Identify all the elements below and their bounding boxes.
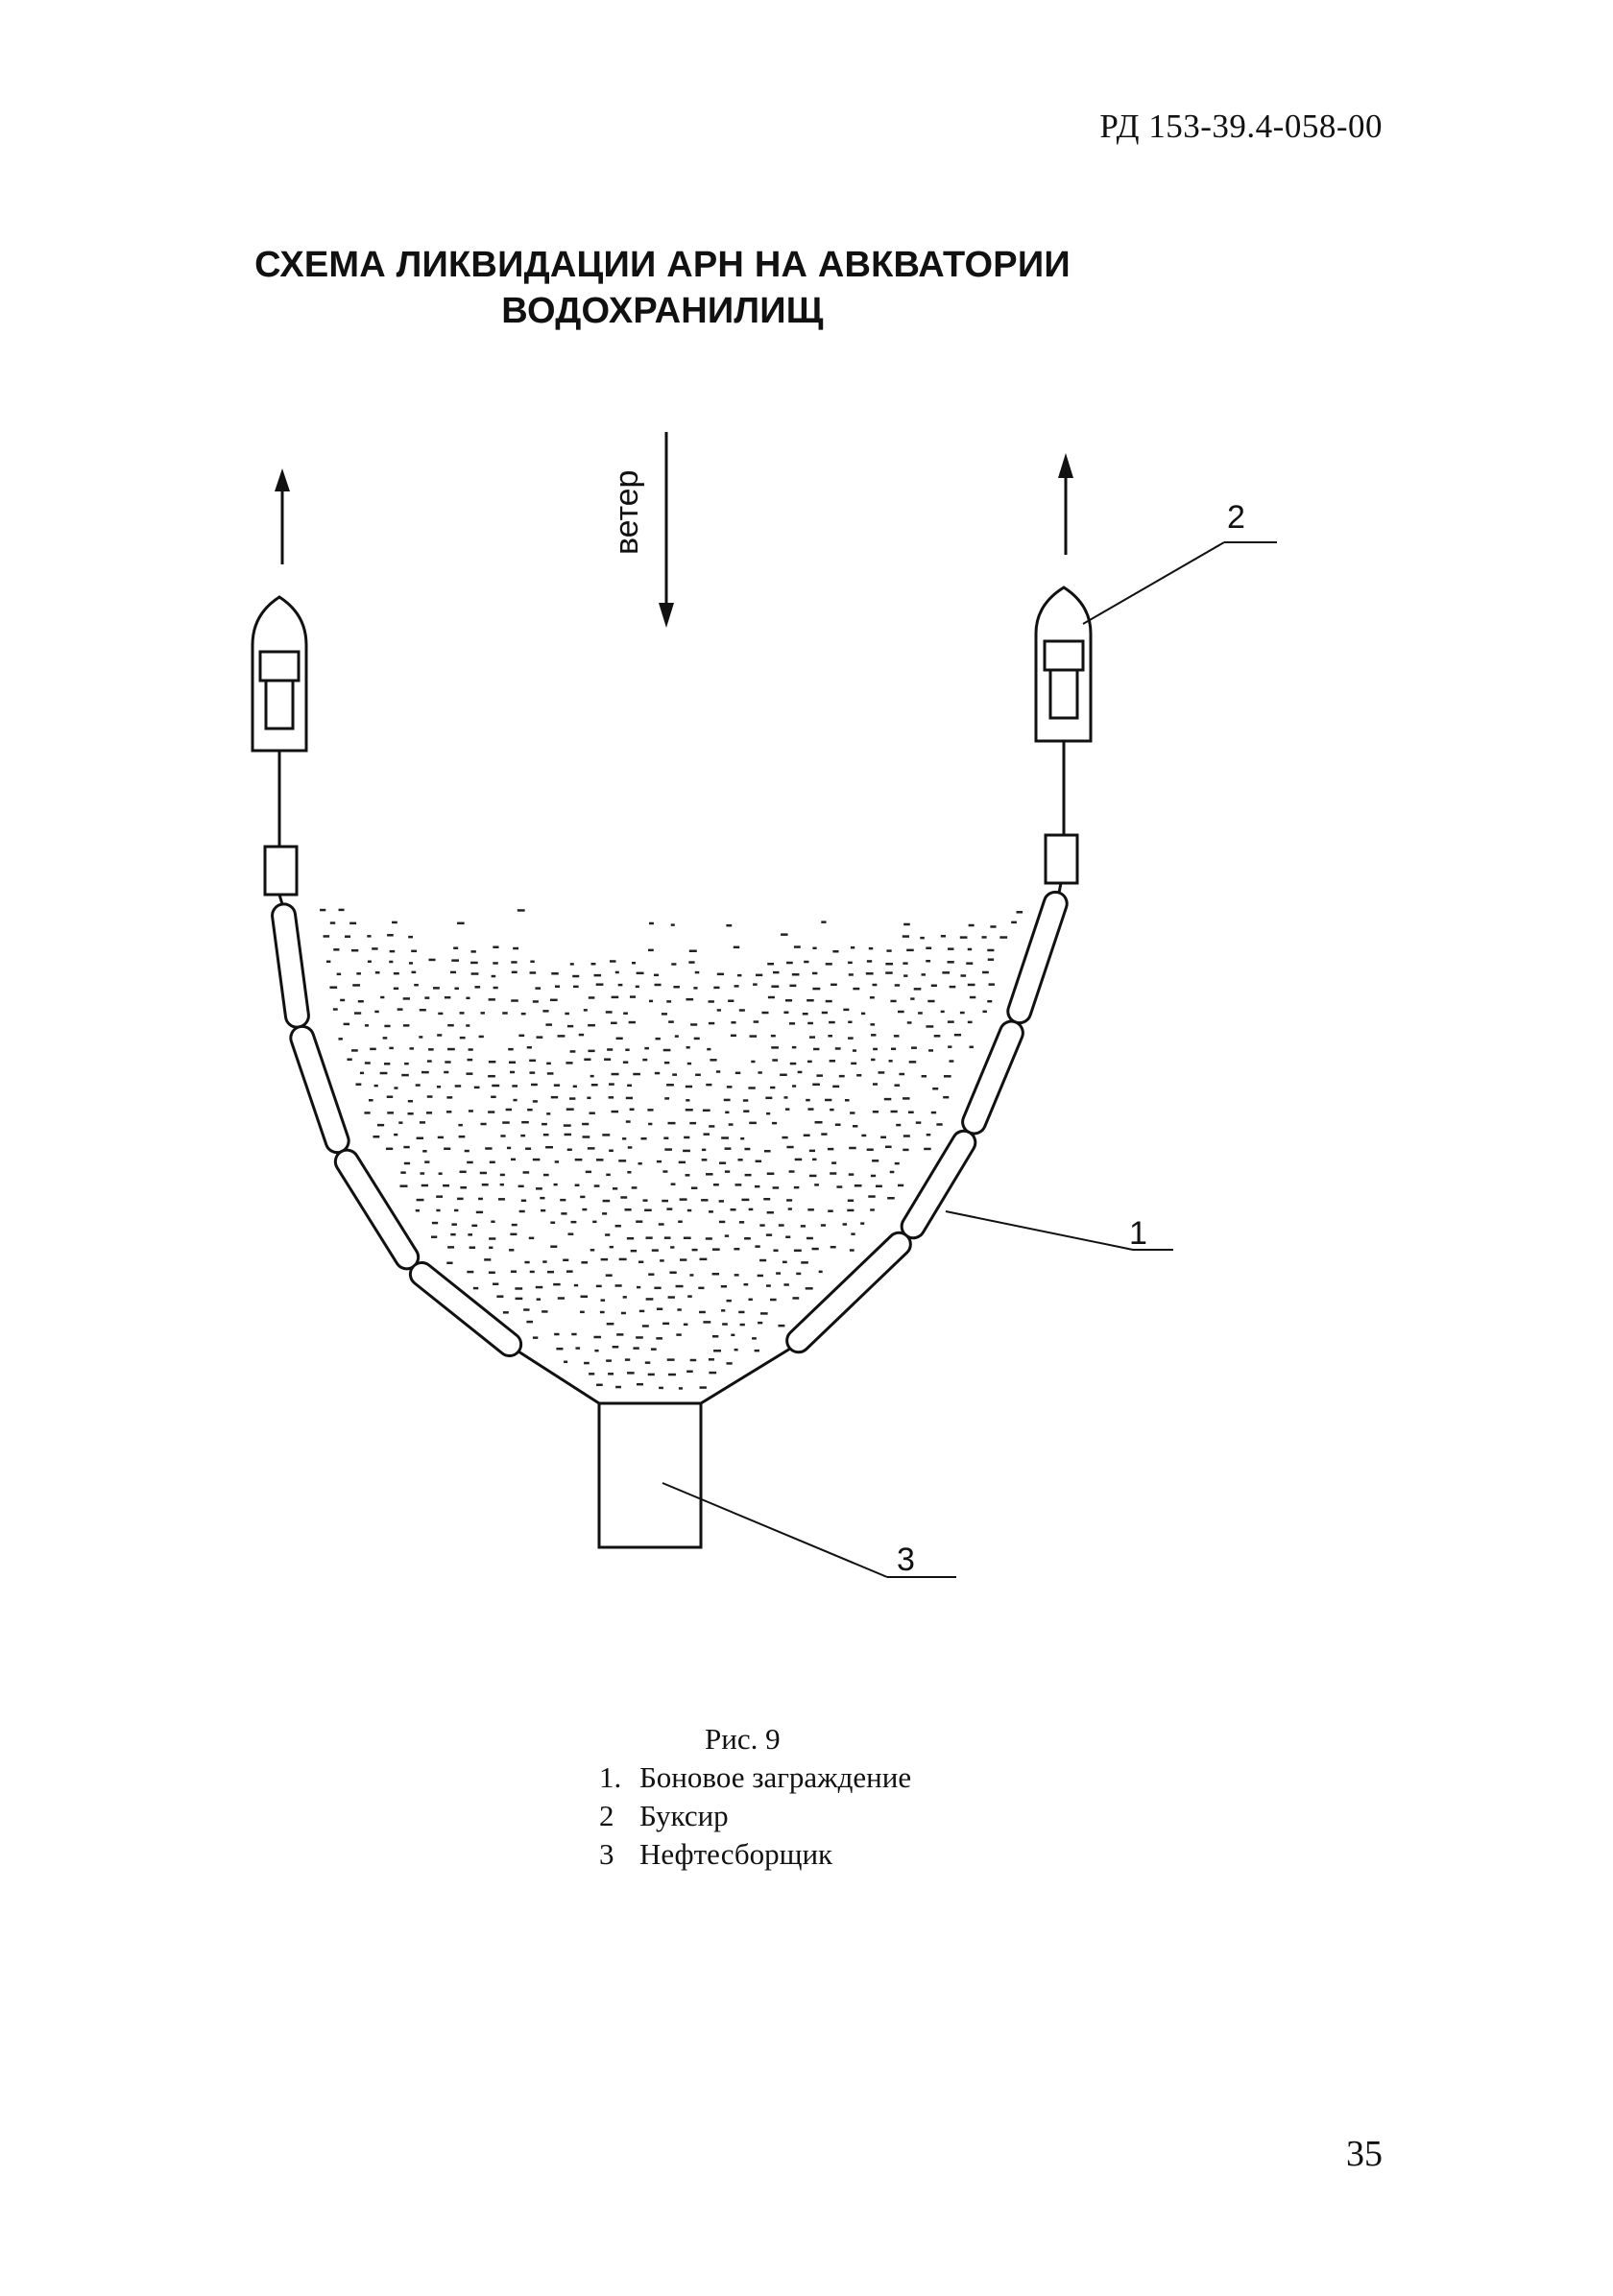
legend-item-number: 2 [599, 1799, 614, 1832]
callout-1: 1 [945, 1210, 1173, 1252]
boom-segment [900, 1129, 977, 1240]
page-title: СХЕМА ЛИКВИДАЦИИ АРН НА АВКВАТОРИИ ВОДОХ… [230, 242, 1095, 334]
tug-right [1034, 586, 1093, 743]
legend-item-3: 3 Нефтесборщик [599, 1835, 911, 1874]
wind-arrow [659, 432, 674, 628]
callout-2-label: 2 [1227, 499, 1245, 536]
boom-segment [785, 1231, 912, 1354]
figure-caption: Рис. 9 1. Боновое заграждение 2 Буксир 3 Не… [599, 1720, 911, 1874]
boom-barrier [271, 890, 1069, 1358]
figure-label: Рис. 9 [705, 1722, 781, 1756]
boom-segment [271, 902, 310, 1029]
legend-list: 1. Боновое заграждение 2 Буксир 3 Нефтесбор… [599, 1758, 911, 1874]
callout-2: 2 [1082, 499, 1277, 625]
boom-segment [289, 1024, 350, 1155]
oil-skimmer [597, 1401, 703, 1549]
legend-item-number: 1. [599, 1760, 622, 1794]
boom-segment [408, 1260, 523, 1358]
callout-1-label: 1 [1129, 1215, 1147, 1252]
legend-item-1: 1. Боновое заграждение [599, 1758, 911, 1797]
boom-segment [961, 1019, 1024, 1136]
boom-segment [333, 1148, 421, 1271]
legend-item-2: 2 Буксир [599, 1797, 911, 1835]
boom-end-float-right [1044, 833, 1079, 885]
wind-label: ветер [609, 470, 645, 555]
legend-item-text: Боновое заграждение [639, 1760, 912, 1794]
document-code: РД 153-39.4-058-00 [1099, 108, 1383, 145]
tow-direction-arrow-right [1058, 453, 1073, 555]
legend-item-text: Буксир [639, 1799, 729, 1832]
legend-item-number: 3 [599, 1837, 614, 1871]
callout-3: 3 [662, 1482, 956, 1578]
oil-slick [320, 908, 1023, 1390]
page-number: 35 [1346, 2134, 1383, 2174]
tug-left [251, 595, 308, 753]
callout-3-label: 3 [897, 1542, 915, 1578]
tow-direction-arrow-left [275, 468, 290, 564]
boom-end-float-left [263, 845, 299, 897]
legend-item-text: Нефтесборщик [639, 1837, 833, 1871]
title-line-1: СХЕМА ЛИКВИДАЦИИ АРН НА АВКВАТОРИИ [254, 245, 1071, 285]
boom-segment [1006, 890, 1069, 1025]
title-line-2: ВОДОХРАНИЛИЩ [501, 291, 824, 331]
